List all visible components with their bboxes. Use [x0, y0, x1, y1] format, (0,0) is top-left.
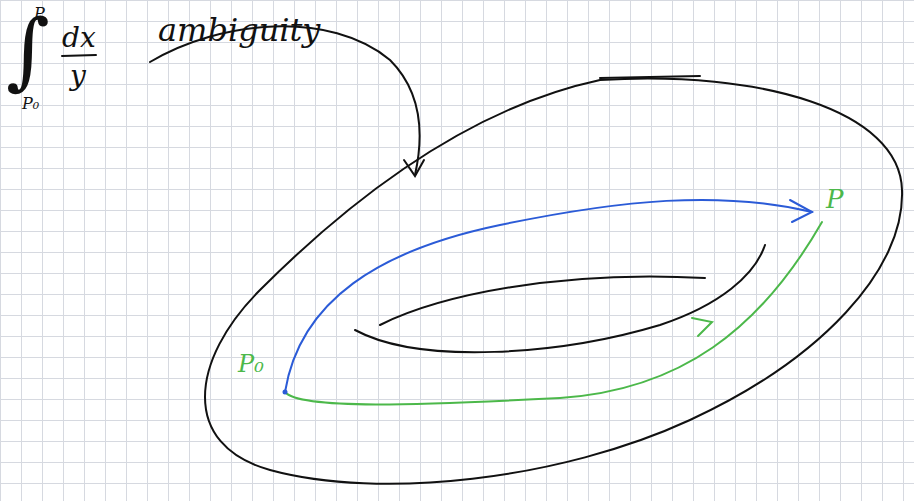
note-text: ambiguity	[158, 14, 320, 46]
end-point-label: P	[826, 186, 844, 212]
callout-curve	[150, 26, 420, 175]
torus-stroke	[600, 76, 700, 78]
denominator: y	[70, 62, 86, 90]
torus-outline	[205, 78, 902, 483]
blue-path	[285, 200, 812, 392]
torus-hole-upper	[380, 276, 705, 325]
fraction-bar	[62, 55, 96, 56]
start-point	[283, 390, 288, 395]
green-path	[285, 222, 822, 404]
upper-limit: P	[34, 6, 45, 22]
blue-arrowhead	[790, 200, 812, 222]
torus-hole-lower	[355, 245, 765, 352]
start-point-label: P₀	[238, 352, 264, 376]
lower-limit: P₀	[22, 96, 39, 112]
numerator: dx	[62, 24, 96, 52]
green-arrowhead	[692, 318, 712, 336]
